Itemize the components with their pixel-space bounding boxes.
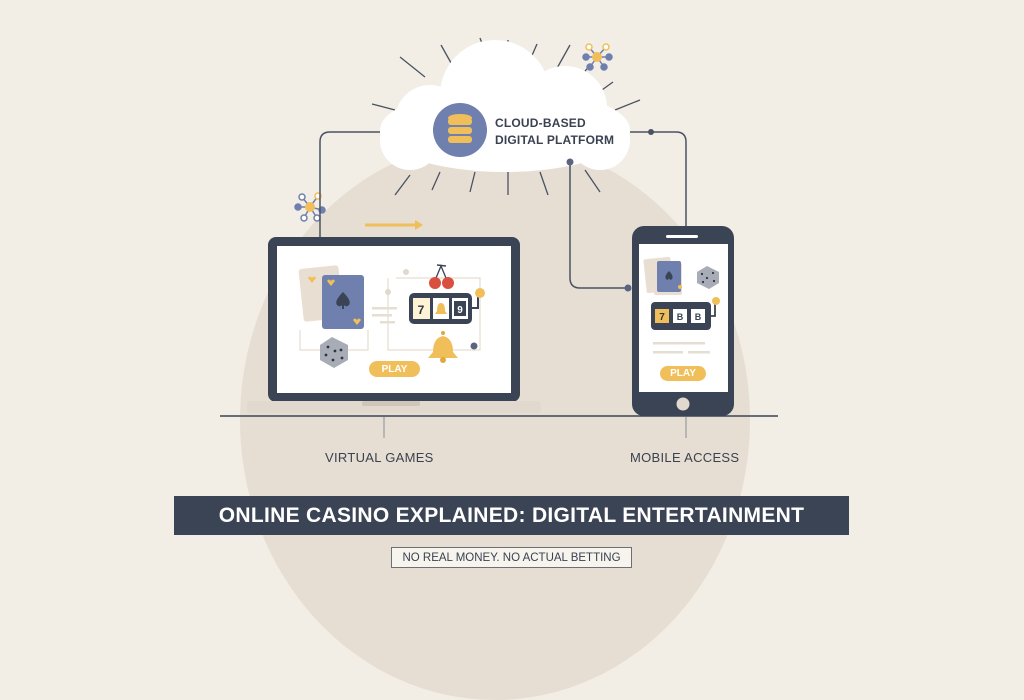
- bell-icon: [428, 331, 458, 363]
- diagram-art: 7 9 7 B: [220, 37, 778, 438]
- page-title: ONLINE CASINO EXPLAINED: DIGITAL ENTERTA…: [218, 503, 805, 527]
- playing-card-spade-icon: [322, 275, 364, 329]
- mobile-access-label: MOBILE ACCESS: [630, 450, 740, 465]
- cloud-label-line1: CLOUD-BASED: [495, 116, 586, 130]
- network-node-icon-top: [582, 43, 613, 71]
- cloud-label-line2: DIGITAL PLATFORM: [495, 133, 615, 147]
- svg-text:B: B: [695, 312, 702, 322]
- phone-dice-icon: [697, 266, 719, 289]
- disclaimer-text: NO REAL MONEY. NO ACTUAL BETTING: [402, 551, 621, 564]
- arrow-right-icon: [365, 220, 423, 230]
- laptop-screen-content: 7 9: [298, 264, 485, 368]
- cloud-icon: [380, 40, 630, 172]
- laptop-play-button[interactable]: PLAY: [369, 361, 420, 377]
- svg-text:B: B: [677, 312, 684, 322]
- title-banner: ONLINE CASINO EXPLAINED: DIGITAL ENTERTA…: [174, 496, 849, 535]
- slot-machine-icon: 7 9: [409, 288, 485, 324]
- phone-play-button[interactable]: PLAY: [660, 366, 706, 381]
- virtual-games-label: VIRTUAL GAMES: [325, 450, 434, 465]
- disclaimer-badge: NO REAL MONEY. NO ACTUAL BETTING: [391, 547, 632, 568]
- phone-screen-content: 7 B B: [643, 256, 720, 354]
- svg-text:9: 9: [457, 305, 463, 316]
- laptop-icon: [247, 237, 541, 413]
- svg-text:7: 7: [418, 303, 425, 317]
- cherry-icon: [429, 264, 454, 289]
- text-lines: [372, 307, 397, 324]
- cloud-platform-label: CLOUD-BASED DIGITAL PLATFORM: [495, 115, 614, 149]
- svg-text:7: 7: [659, 312, 665, 323]
- cloud-rays-icon: [371, 37, 641, 196]
- network-node-icon-left: [294, 192, 326, 222]
- database-icon: [433, 103, 487, 157]
- dice-icon: [320, 337, 348, 368]
- connector-lines: [319, 131, 687, 289]
